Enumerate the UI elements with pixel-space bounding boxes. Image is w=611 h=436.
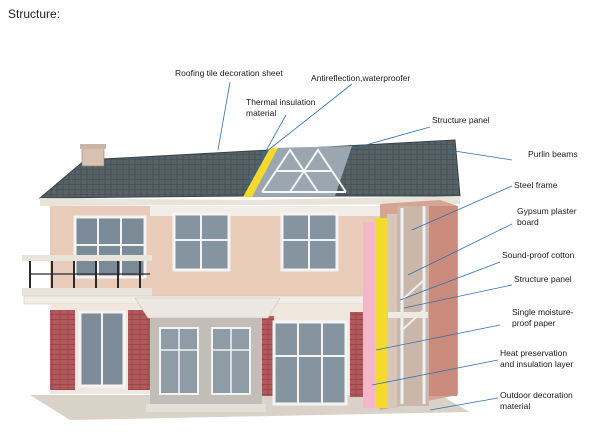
page-title: Structure: — [8, 7, 61, 21]
roof — [38, 139, 461, 206]
label-steel-frame: Steel frame — [514, 180, 558, 190]
leader-lines — [217, 81, 513, 411]
label-moisture-paper-2: proof paper — [512, 318, 556, 328]
arched-window — [272, 320, 348, 406]
label-structure-panel-mid: Structure panel — [514, 274, 572, 284]
label-moisture-paper: Single moisture- — [512, 307, 574, 317]
upper-windows — [73, 212, 339, 279]
label-antireflection: Antireflection,waterproofer — [311, 73, 410, 83]
label-structure-panel-top: Structure panel — [432, 115, 490, 125]
balcony — [22, 255, 152, 296]
label-heat-preservation: Heat preservation — [500, 348, 567, 358]
bay-window — [134, 297, 281, 412]
label-outdoor-decoration: Outdoor decoration — [500, 390, 573, 400]
label-roofing-tile: Roofing tile decoration sheet — [175, 68, 283, 78]
chimney — [80, 144, 106, 167]
label-gypsum: Gypsum plaster — [517, 206, 577, 216]
steel-truss — [261, 148, 347, 193]
label-outdoor-decoration-2: material — [500, 401, 530, 411]
label-heat-preservation-2: and insulation layer — [500, 359, 573, 369]
label-gypsum-2: board — [517, 217, 539, 227]
moisture-paper-layer — [363, 222, 375, 408]
wall-cutaway — [363, 200, 458, 410]
roof-insulation — [243, 148, 278, 197]
label-soundproof: Sound-proof cotton — [502, 250, 575, 260]
label-purlin-beams: Purlin beams — [528, 149, 578, 159]
label-thermal-insulation-2: material — [246, 108, 276, 118]
insulation-layer — [375, 218, 387, 408]
label-thermal-insulation: Thermal insulation — [246, 97, 316, 107]
